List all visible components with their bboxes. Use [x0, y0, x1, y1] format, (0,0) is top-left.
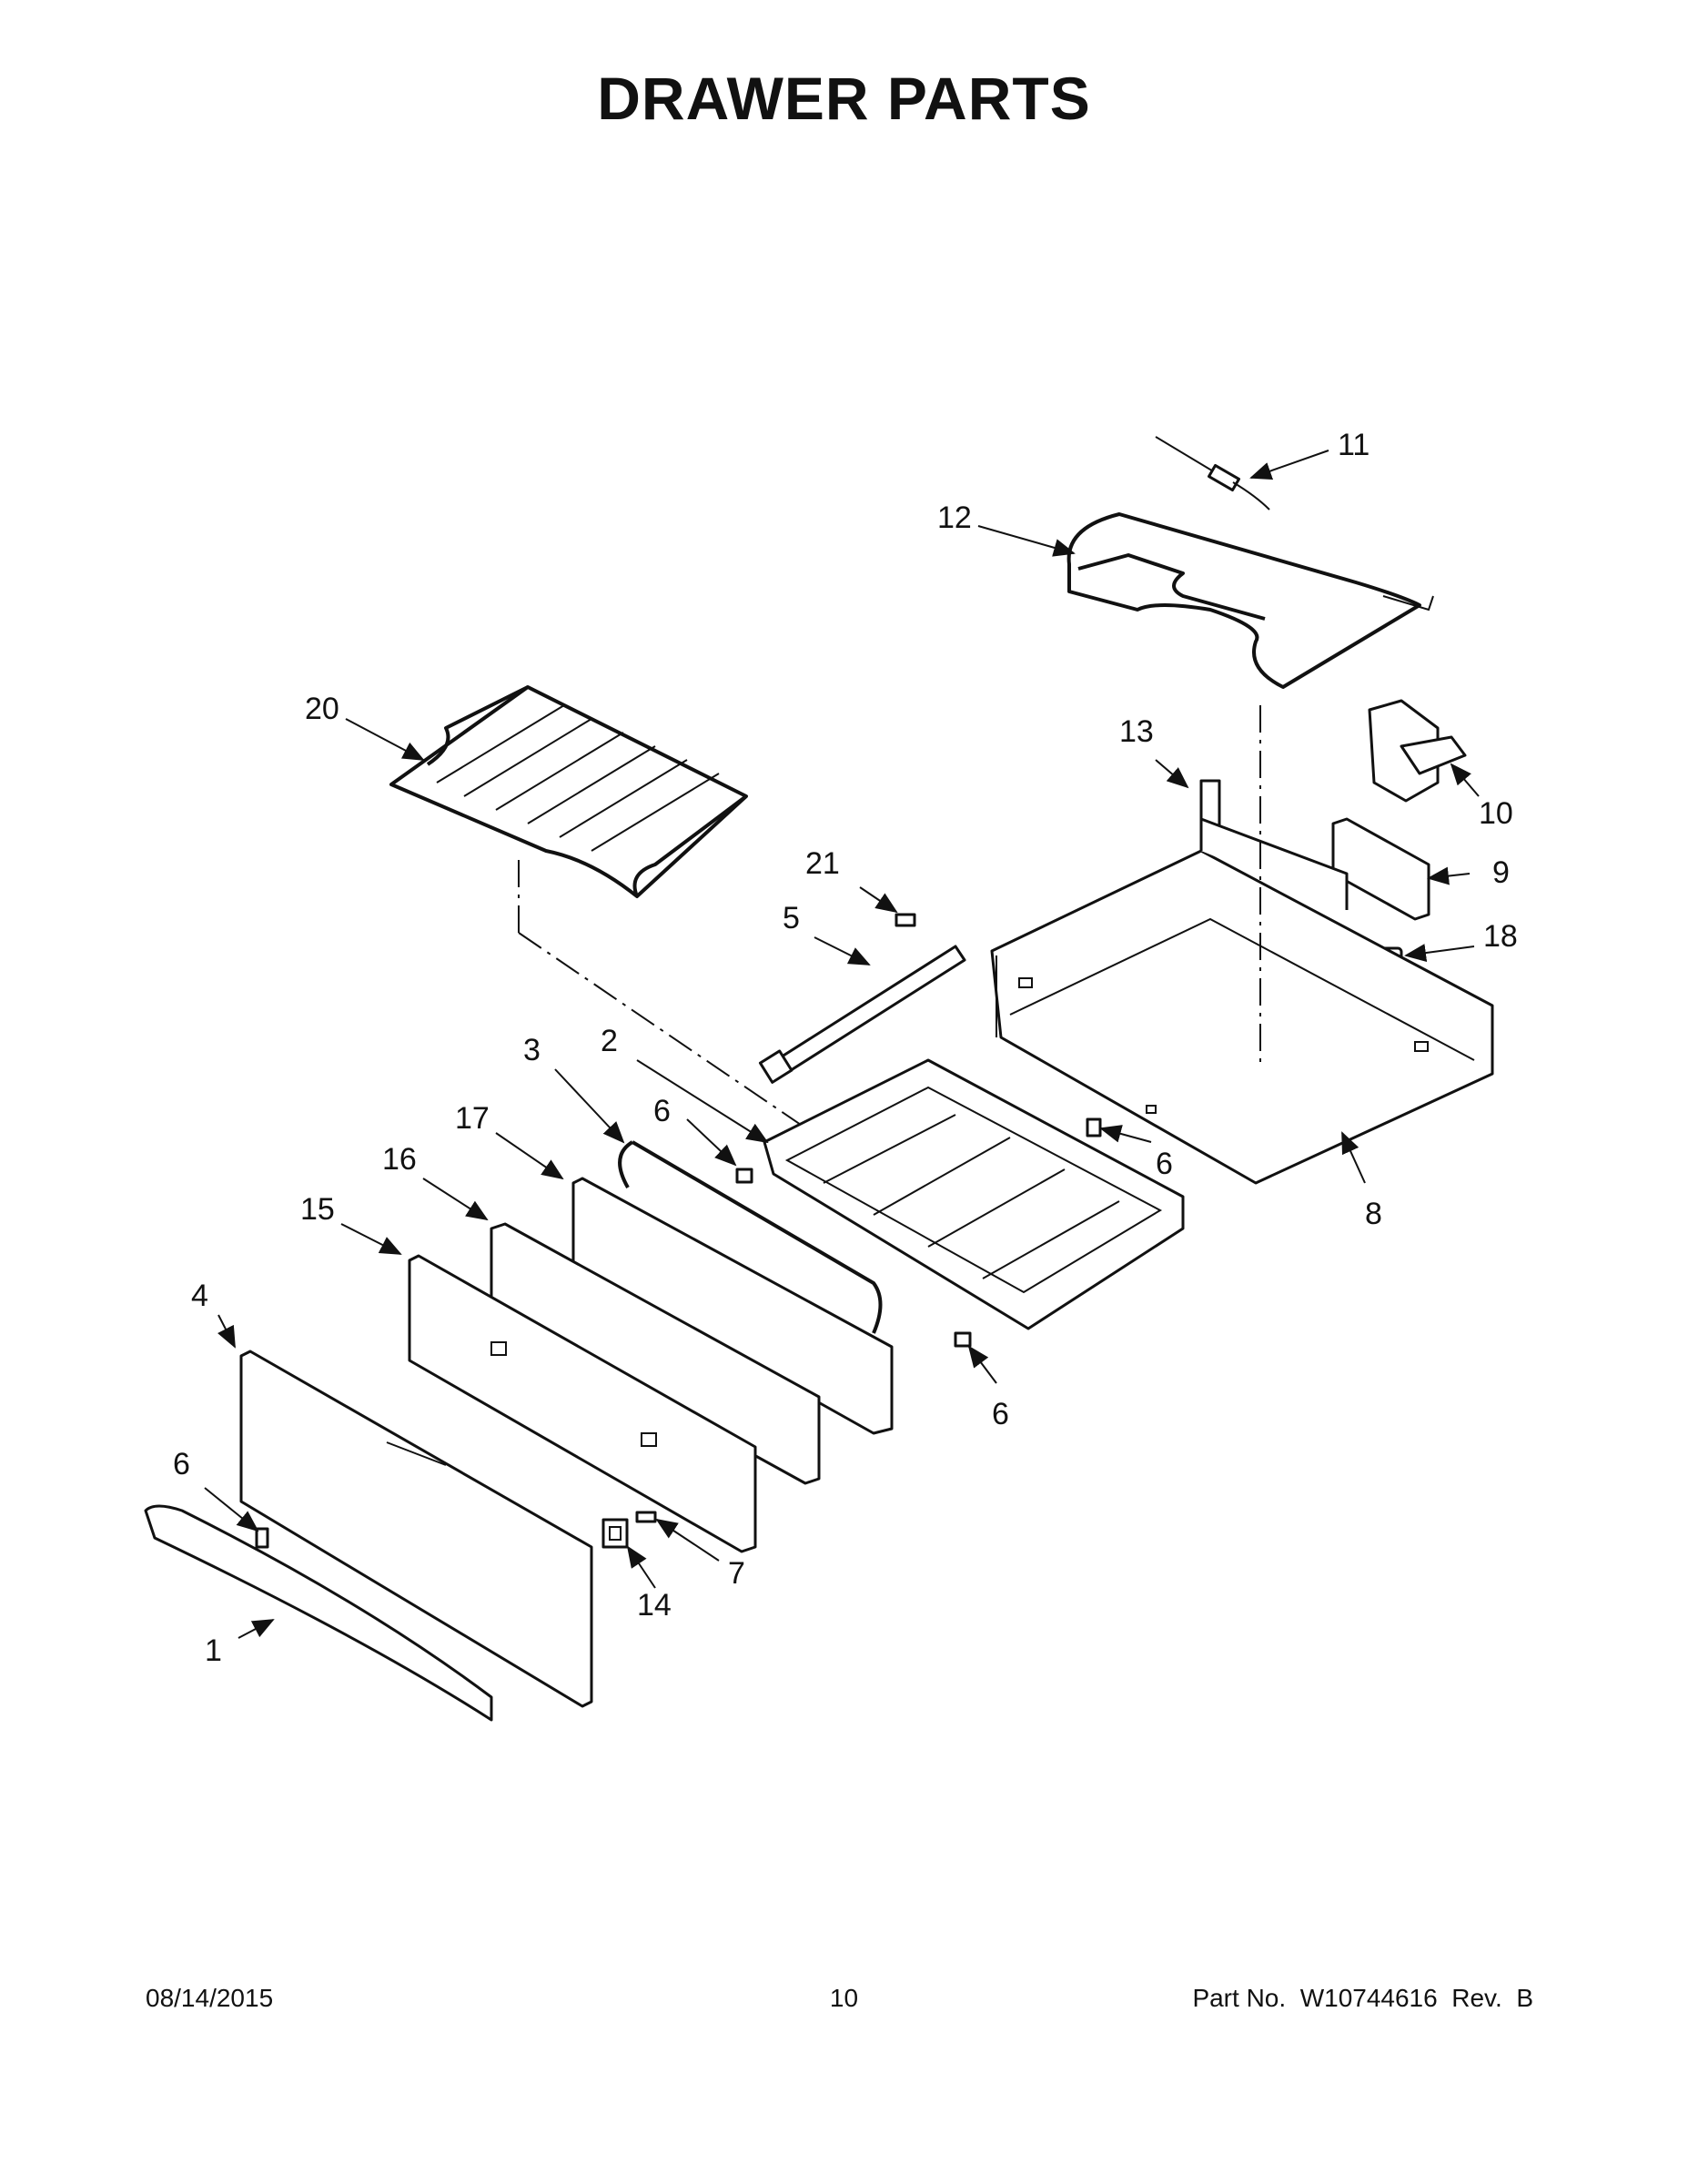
callout-2: 2: [601, 1024, 618, 1058]
part-14-bushing: [601, 1518, 629, 1549]
part-2-drawer-pan: [763, 1058, 1185, 1330]
part-12-bake-element: [1066, 512, 1434, 689]
callout-labels: 1 2 3 4 5 6 6 6 6 7 8 9 10 11 12 13 14 1…: [173, 428, 1518, 1668]
page-title: DRAWER PARTS: [597, 65, 1091, 132]
callout-6-b: 6: [1156, 1147, 1173, 1181]
callout-12: 12: [937, 500, 972, 535]
part-3-bar: [618, 1140, 883, 1334]
callout-20: 20: [305, 692, 339, 726]
part-20-oven-rack: [389, 685, 748, 898]
part-8-drawer-chassis: [990, 817, 1494, 1185]
callout-11: 11: [1338, 428, 1370, 462]
callout-6-d: 6: [173, 1447, 190, 1481]
callout-15: 15: [300, 1192, 335, 1227]
footer-date: 08/14/2015: [146, 1984, 274, 2012]
footer-part-number: Part No. W10744616 Rev. B: [1192, 1984, 1533, 2012]
callout-9: 9: [1492, 855, 1510, 890]
part-11-sensor: [1155, 436, 1270, 511]
callout-6-a: 6: [653, 1094, 671, 1128]
callout-leaders: [204, 450, 1480, 1639]
part-5-drawer-slide: [758, 945, 966, 1084]
footer-page-number: 10: [829, 1984, 859, 2012]
callout-1: 1: [205, 1633, 222, 1668]
part-10-bracket: [1368, 699, 1467, 803]
part-7-screw: [635, 1511, 657, 1523]
callout-3: 3: [523, 1033, 541, 1067]
part-6-screws: [255, 1117, 1102, 1549]
part-15-panel: [408, 1254, 757, 1553]
callout-4: 4: [191, 1279, 208, 1313]
callout-7: 7: [728, 1556, 745, 1591]
callout-18: 18: [1483, 919, 1518, 954]
callout-17: 17: [455, 1101, 490, 1136]
part-4-drawer-front: [239, 1350, 593, 1708]
callout-14: 14: [637, 1588, 672, 1623]
callout-5: 5: [783, 901, 800, 935]
part-21-screw: [895, 913, 916, 927]
callout-6-c: 6: [992, 1397, 1009, 1431]
callout-16: 16: [382, 1142, 417, 1177]
callout-21: 21: [805, 846, 840, 881]
callout-13: 13: [1119, 714, 1154, 749]
callout-10: 10: [1479, 796, 1513, 831]
part-1-drawer-handle: [144, 1504, 493, 1722]
callout-8: 8: [1365, 1197, 1382, 1231]
